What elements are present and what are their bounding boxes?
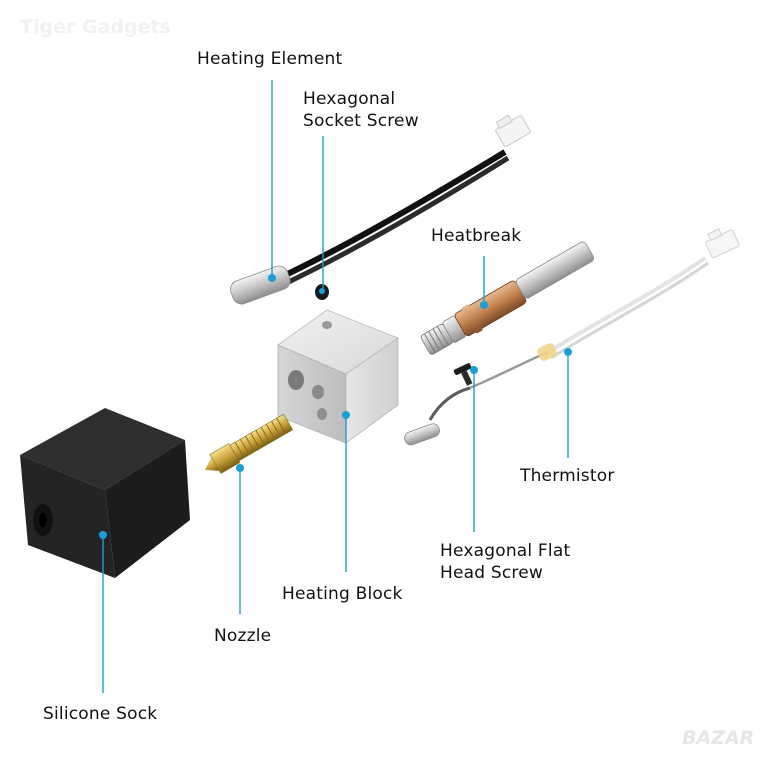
silicone-sock — [20, 408, 190, 578]
label-silicone-sock: Silicone Sock — [43, 704, 158, 724]
watermark-text: Tiger Gadgets — [20, 16, 171, 38]
label-hexagonal-socket-screw-line1: Hexagonal — [303, 89, 396, 109]
label-heating-block: Heating Block — [282, 584, 403, 604]
bazar-watermark: BAZAR — [682, 727, 755, 749]
label-hexagonal-flat-head-screw-line1: Hexagonal Flat — [440, 541, 571, 561]
hexagonal-socket-screw — [315, 284, 329, 300]
hexagonal-flat-head-screw — [453, 363, 473, 386]
heating-element — [230, 114, 531, 305]
leader-dots — [99, 274, 572, 539]
label-heatbreak: Heatbreak — [431, 226, 522, 246]
leader-lines — [102, 80, 569, 693]
heating-element-connector — [495, 114, 531, 148]
heating-element-cartridge — [230, 265, 291, 305]
thermistor-connector — [705, 228, 740, 259]
label-hexagonal-socket-screw-line2: Socket Screw — [303, 111, 419, 131]
label-heating-element: Heating Element — [197, 49, 343, 69]
heatbreak — [420, 241, 594, 355]
thermistor — [404, 228, 740, 446]
label-thermistor: Thermistor — [520, 466, 615, 486]
label-hexagonal-flat-head-screw-line2: Head Screw — [440, 563, 543, 583]
nozzle — [205, 413, 294, 474]
label-nozzle: Nozzle — [214, 626, 272, 646]
heating-block — [277, 309, 399, 444]
